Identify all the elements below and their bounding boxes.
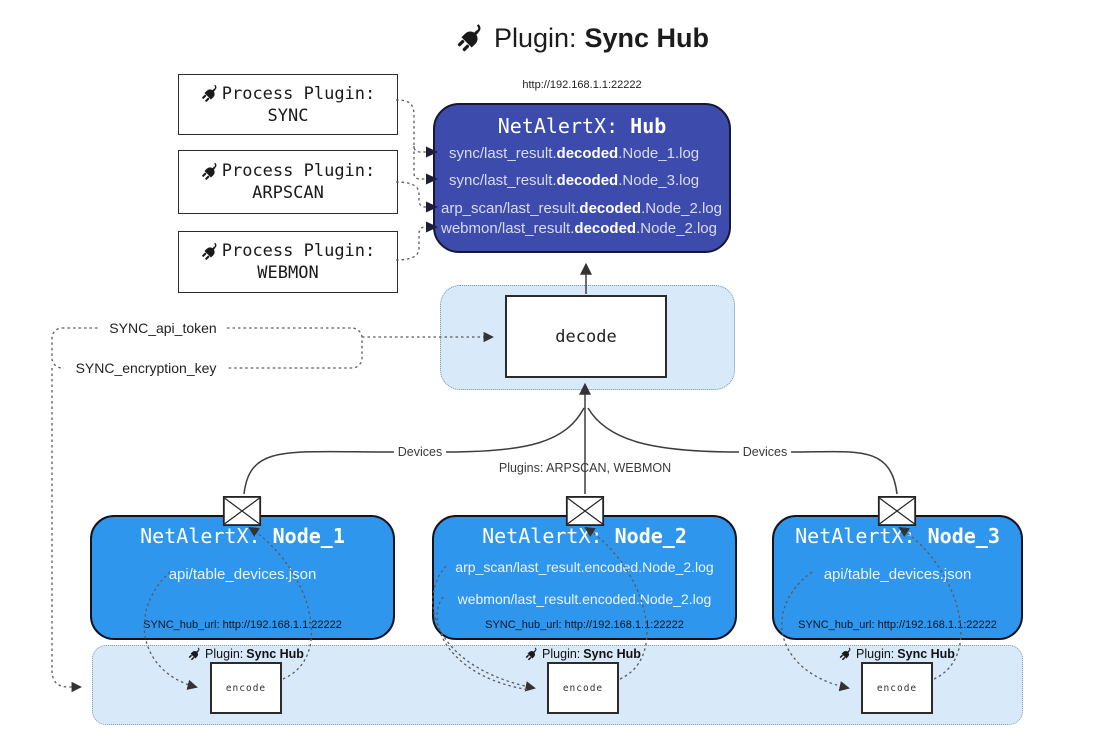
hub-log-line: webmon/last_result.decoded.Node_2.log (441, 220, 717, 238)
encoder-label: Plugin: (856, 647, 895, 661)
arpscan-to-hub-connector (395, 181, 427, 208)
process-plugin-label: Process Plugin: (221, 161, 376, 181)
plug-icon (839, 647, 853, 661)
hub-box: NetAlertX: Hub sync/last_result.decoded.… (433, 103, 731, 253)
node-title-name: Node_2 (614, 524, 687, 548)
page-title-label: Plugin: (493, 22, 577, 53)
node1-line: api/table_devices.json (168, 566, 317, 583)
devices-left-label: Devices (397, 445, 443, 459)
process-plugin-box-arpscan: Process Plugin: ARPSCAN (178, 150, 398, 214)
process-plugin-row: Process Plugin: (201, 83, 376, 104)
process-plugin-name: ARPSCAN (252, 183, 324, 203)
encoder-label: Plugin: (205, 647, 244, 661)
log-post: .Node_3.log (618, 172, 700, 189)
node-title-label: NetAlertX: (795, 524, 916, 548)
plug-icon (456, 23, 486, 53)
encoder-name: Sync Hub (583, 647, 641, 661)
process-plugin-box-sync: Process Plugin: SYNC (178, 74, 398, 135)
node-title-name: Node_1 (272, 524, 345, 548)
node-title-name: Node_3 (927, 524, 1000, 548)
log-pre: webmon/last_result. (441, 220, 575, 237)
secrets-to-strip-connector (51, 368, 82, 693)
hub-title: NetAlertX: Hub (435, 114, 729, 138)
envelope-icon (565, 494, 605, 528)
sync-api-token-label: SYNC_api_token (100, 320, 226, 336)
node3-footer: SYNC_hub_url: http://192.168.1.1:22222 (798, 619, 997, 631)
plug-icon (525, 647, 539, 661)
plug-icon (201, 162, 220, 181)
hub-title-name: Hub (630, 114, 667, 138)
page-title-name: Sync Hub (584, 22, 710, 53)
process-plugin-name: SYNC (267, 105, 309, 126)
encoder-name: Sync Hub (897, 647, 955, 661)
hub-log-line: arp_scan/last_result.decoded.Node_2.log (441, 200, 722, 218)
encoder1-label: Plugin: Sync Hub (161, 647, 331, 661)
hub-url: http://192.168.1.1:22222 (522, 79, 642, 91)
encoder-name: Sync Hub (246, 647, 304, 661)
log-post: .Node_2.log (641, 200, 722, 217)
hub-log-line: sync/last_result.decoded.Node_1.log (449, 145, 699, 163)
log-bold: decoded (556, 172, 619, 189)
node2-footer: SYNC_hub_url: http://192.168.1.1:22222 (485, 619, 684, 631)
log-pre: sync/last_result. (449, 145, 557, 162)
node3-devices-curve-b (587, 407, 740, 453)
decode-box: decode (505, 295, 667, 378)
encode3-box: encode (861, 662, 933, 714)
envelope-icon (877, 494, 917, 528)
process-plugin-label: Process Plugin: (221, 83, 376, 104)
encode2-box: encode (547, 662, 619, 714)
process-plugin-name: WEBMON (257, 263, 319, 283)
plugins-mid-label: Plugins: ARPSCAN, WEBMON (498, 461, 672, 475)
devices-right-label: Devices (742, 445, 788, 459)
log-bold: decoded (574, 220, 637, 237)
node1-footer: SYNC_hub_url: http://192.168.1.1:22222 (143, 619, 342, 631)
log-pre: arp_scan/last_result. (441, 200, 580, 217)
process-plugin-label: Process Plugin: (221, 241, 376, 261)
sync-encryption-key-label: SYNC_encryption_key (64, 360, 228, 376)
encode-label: encode (876, 682, 918, 694)
node-title-label: NetAlertX: (140, 524, 261, 548)
hub-title-label: NetAlertX: (497, 114, 619, 138)
encode-label: encode (225, 682, 267, 694)
encode-label: encode (562, 682, 604, 694)
encoder2-label: Plugin: Sync Hub (498, 647, 668, 661)
node3-devices-curve-a (790, 450, 898, 495)
process-plugin-row: Process Plugin: (201, 161, 376, 181)
encoder-label: Plugin: (542, 647, 581, 661)
node2-line: webmon/last_result.encoded.Node_2.log (457, 591, 712, 607)
decode-label: decode (555, 326, 617, 347)
sync-to-hub-connector-1 (395, 99, 427, 153)
node1-box: NetAlertX: Node_1 api/table_devices.json… (90, 515, 395, 640)
envelope-icon (222, 494, 262, 528)
node-title-label: NetAlertX: (482, 524, 603, 548)
page-title: Plugin: Sync Hub (48, 16, 1117, 60)
hub-log-line: sync/last_result.decoded.Node_3.log (449, 172, 699, 190)
sync-to-hub-connector-2 (413, 146, 427, 180)
node2-line: arp_scan/last_result.encoded.Node_2.log (455, 559, 714, 575)
node3-line: api/table_devices.json (823, 566, 972, 583)
log-post: .Node_1.log (618, 145, 700, 162)
log-post: .Node_2.log (636, 220, 717, 237)
process-plugin-box-webmon: Process Plugin: WEBMON (178, 231, 398, 293)
encode1-box: encode (210, 662, 282, 714)
node2-box: NetAlertX: Node_2 arp_scan/last_result.e… (432, 515, 737, 640)
webmon-to-hub-connector (395, 226, 427, 261)
log-bold: decoded (556, 145, 619, 162)
log-pre: sync/last_result. (449, 172, 557, 189)
log-bold: decoded (579, 200, 642, 217)
plug-icon (201, 84, 220, 103)
process-plugin-row: Process Plugin: (201, 241, 376, 261)
node3-box: NetAlertX: Node_3 api/table_devices.json… (772, 515, 1023, 640)
encoder3-label: Plugin: Sync Hub (812, 647, 982, 661)
node1-devices-curve-b (445, 407, 585, 453)
plug-icon (188, 647, 202, 661)
node1-devices-curve-a (243, 450, 395, 495)
plug-icon (201, 242, 220, 261)
